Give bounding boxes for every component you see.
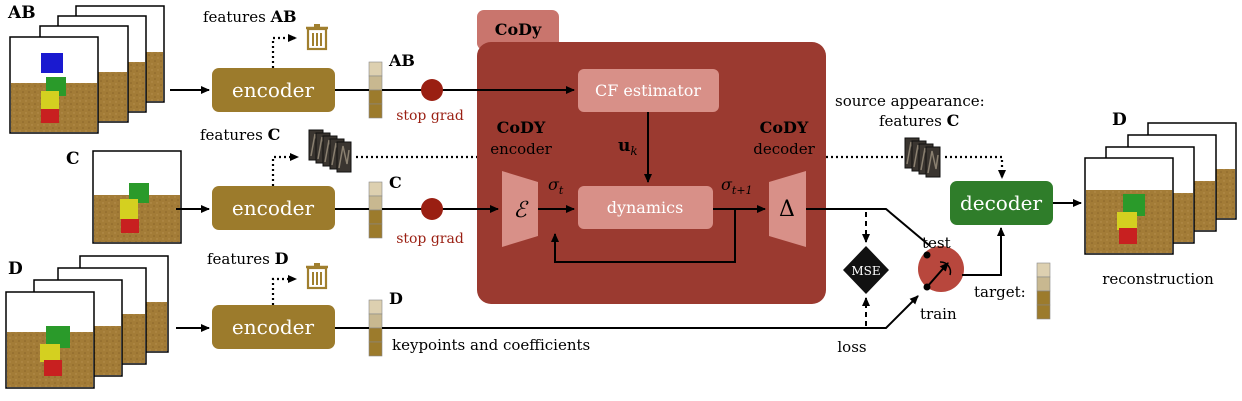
label-ab: AB — [7, 3, 36, 23]
image-c — [92, 150, 182, 244]
mse-label: MSE — [851, 264, 880, 278]
dynamics-label: dynamics — [607, 198, 684, 217]
encoder-ab-label: encoder — [232, 78, 315, 102]
stop-grad-label-1: stop grad — [396, 108, 464, 124]
cody-tab-label: CoDy — [495, 20, 542, 39]
encoder-d: encoder — [212, 305, 335, 349]
features-c-label: features C — [200, 125, 280, 144]
cody-module: CoDy CF estimator dynamics ℰ Δ CoDY enco… — [477, 10, 826, 304]
encoder-d-label: encoder — [232, 315, 315, 339]
source-features-label: features C — [879, 111, 959, 130]
vector-label-ab: AB — [388, 51, 415, 70]
u-k-label: uk — [618, 136, 638, 158]
test-train-selector — [918, 246, 964, 292]
output-label-d: D — [1112, 110, 1127, 130]
stop-grad-label-2: stop grad — [396, 231, 464, 247]
trash-icon — [306, 24, 328, 51]
target-label: target: — [974, 283, 1026, 301]
train-label: train — [920, 305, 957, 323]
feature-map-stack-icon — [308, 129, 352, 173]
script-e-symbol: ℰ — [513, 198, 529, 223]
image-stack-ab — [9, 5, 165, 134]
cody-encoder-sub: encoder — [490, 140, 552, 158]
features-ab-label: features AB — [203, 7, 297, 26]
image-stack-d — [5, 255, 169, 389]
cf-estimator-block — [578, 69, 719, 112]
dynamics-block — [578, 186, 713, 229]
cody-decoder-sub: decoder — [753, 140, 815, 158]
feature-map-stack-icon — [904, 137, 941, 178]
keypoints-label: keypoints and coefficients — [392, 336, 590, 354]
delta-symbol: Δ — [779, 197, 795, 222]
cody-encoder-trapezoid — [502, 171, 538, 247]
reconstruction-label: reconstruction — [1102, 270, 1214, 288]
stop-grad-node-2 — [421, 198, 443, 220]
source-appearance-label: source appearance: — [835, 92, 985, 110]
label-d: D — [8, 259, 23, 279]
decoder-label: decoder — [960, 191, 1043, 215]
encoder-ab: encoder — [212, 68, 335, 112]
cody-decoder-title: CoDY — [760, 118, 809, 137]
stop-grad-node-1 — [421, 79, 443, 101]
trash-icon — [306, 263, 328, 290]
cf-estimator-label: CF estimator — [595, 81, 701, 100]
vector-label-d: D — [389, 289, 403, 308]
mse-node: MSE — [843, 246, 889, 294]
keypoint-vector-c — [368, 181, 383, 239]
test-label: test — [922, 234, 951, 252]
encoder-c: encoder — [212, 186, 335, 230]
keypoint-vector-ab — [368, 61, 383, 119]
cody-decoder-trapezoid — [769, 171, 806, 247]
vector-label-c: C — [389, 173, 402, 192]
encoder-c-label: encoder — [232, 196, 315, 220]
keypoint-vector-d — [368, 299, 383, 357]
decoder-block: decoder — [950, 181, 1053, 225]
cody-encoder-title: CoDY — [497, 118, 546, 137]
target-vector — [1036, 262, 1051, 320]
features-d-label: features D — [207, 249, 289, 268]
sigma-t1-label: σt+1 — [721, 175, 753, 197]
loss-label: loss — [837, 338, 866, 356]
reconstruction-stack — [1084, 122, 1237, 255]
sigma-t-label: σt — [548, 175, 564, 197]
label-c: C — [66, 149, 80, 169]
